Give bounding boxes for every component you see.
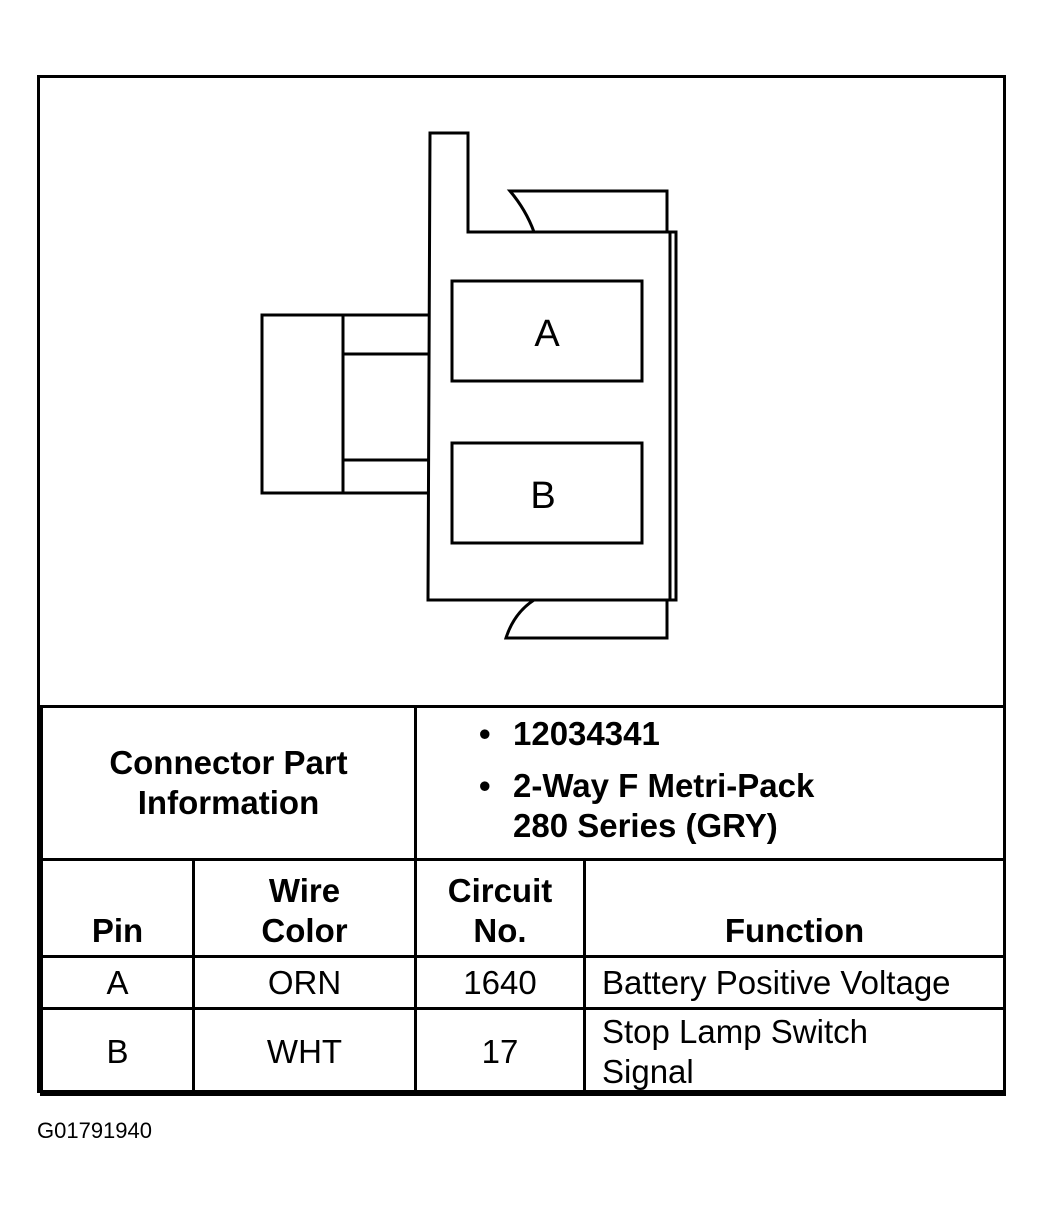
connector-info-row: Connector Part Information 12034341 2-Wa… <box>40 705 1006 861</box>
header-pin-label: Pin <box>91 912 144 949</box>
row-b-function: Stop Lamp Switch Signal <box>583 1007 1006 1096</box>
header-pin: Pin <box>40 858 195 958</box>
header-wire-color-line1: Wire <box>268 872 341 909</box>
row-b-pin: B <box>40 1007 195 1096</box>
connector-face-view: A B <box>40 78 1003 705</box>
connector-diagram-frame: A B Connector Part Information 12034341 … <box>37 75 1006 1096</box>
connector-description: 2-Way F Metri-Pack 280 Series (GRY) <box>479 766 1003 846</box>
row-b-function-line2: Signal <box>602 1052 694 1090</box>
table-header-row: Pin Wire Color Circuit No. Function <box>40 858 1006 958</box>
header-function: Function <box>583 858 1006 958</box>
header-wire-color-line2: Color <box>261 912 348 949</box>
connector-drawing: A B <box>260 131 678 640</box>
row-b-wire-color: WHT <box>192 1007 417 1096</box>
connector-body-outline <box>426 131 672 602</box>
pin-b-label: B <box>530 475 555 517</box>
figure-id: G01791940 <box>37 1118 152 1143</box>
header-function-label: Function <box>724 912 865 949</box>
row-a-circuit: 1640 <box>414 955 586 1010</box>
part-number: 12034341 <box>479 714 1003 754</box>
connector-left-latch <box>260 313 428 495</box>
row-a-pin: A <box>40 955 195 1010</box>
connector-description-line1: 2-Way F Metri-Pack <box>513 767 815 804</box>
header-circuit: Circuit No. <box>414 858 586 958</box>
pin-a-label: A <box>534 313 560 355</box>
row-b-circuit: 17 <box>414 1007 586 1096</box>
connector-info-label: Connector Part Information <box>40 705 417 861</box>
connector-top-wedge <box>506 189 669 234</box>
row-a-wire-color: ORN <box>192 955 417 1010</box>
pin-cavity-b <box>450 441 644 545</box>
table-row: A ORN 1640 Battery Positive Voltage <box>40 955 1006 1010</box>
connector-info-label-line1: Connector Part <box>109 744 348 781</box>
row-b-function-line1: Stop Lamp Switch <box>602 1012 868 1050</box>
connector-info-label-line2: Information <box>137 784 320 821</box>
table-row: B WHT 17 Stop Lamp Switch Signal <box>40 1007 1006 1096</box>
header-wire-color: Wire Color <box>192 858 417 958</box>
row-a-function: Battery Positive Voltage <box>583 955 1006 1010</box>
header-circuit-line1: Circuit <box>447 872 553 909</box>
connector-info-values: 12034341 2-Way F Metri-Pack 280 Series (… <box>414 705 1006 861</box>
connector-pinout-table: Connector Part Information 12034341 2-Wa… <box>40 705 1006 1096</box>
connector-right-edge <box>667 230 678 602</box>
header-circuit-line2: No. <box>473 912 527 949</box>
connector-bottom-wedge <box>503 598 669 640</box>
connector-description-line2: 280 Series (GRY) <box>513 807 778 844</box>
pin-cavity-a <box>450 279 644 383</box>
row-a-function-line1: Battery Positive Voltage <box>602 963 951 1001</box>
